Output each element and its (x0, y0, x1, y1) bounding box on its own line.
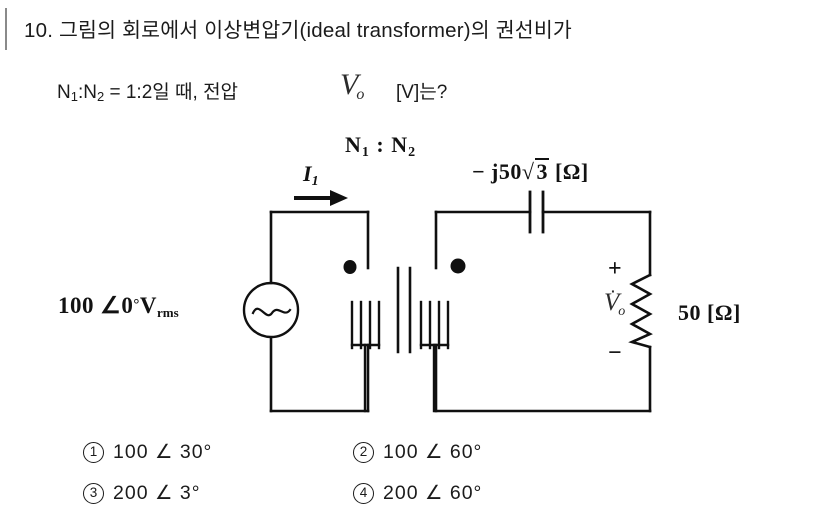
primary-polarity-dot (343, 260, 357, 274)
turns-ratio-n2-sub: 2 (408, 145, 417, 160)
n1-symbol: N (57, 82, 71, 103)
output-polarity-plus: + (608, 256, 622, 282)
question-line-2-middle: = 1:2일 때, 전압 (104, 82, 239, 103)
secondary-polarity-dot (450, 258, 466, 274)
option-1[interactable]: 1 100 ∠ 30° (83, 440, 212, 464)
vo-subscript: o (356, 86, 365, 103)
turns-ratio-label: N1 : N2 (345, 132, 416, 161)
ac-source-sine (251, 307, 292, 317)
current-letter: I (303, 161, 312, 186)
capacitor-radicand: 3 (535, 158, 549, 184)
option-3[interactable]: 3 200 ∠ 3° (83, 481, 201, 505)
output-voltage-label: Vo (604, 289, 625, 320)
ac-source-symbol (242, 281, 300, 339)
option-1-number: 1 (83, 442, 104, 463)
n2-subscript: 2 (96, 89, 105, 104)
option-2-text: 100 ∠ 60° (383, 441, 483, 463)
source-voltage-label: 100 ∠0°Vrms (58, 293, 179, 321)
source-unit-subscript: rms (157, 305, 179, 320)
inline-vo-symbol: Vo (340, 68, 364, 104)
output-voltage-phasor-dot: · (611, 283, 616, 299)
n1-subscript: 1 (70, 89, 78, 104)
option-2[interactable]: 2 100 ∠ 60° (353, 440, 482, 464)
secondary-winding (419, 300, 450, 413)
capacitor-unit: [Ω] (554, 159, 589, 184)
current-arrow-head (330, 190, 348, 206)
option-4[interactable]: 4 200 ∠ 60° (353, 481, 482, 505)
turns-ratio-n1: N (345, 132, 362, 157)
source-magnitude-angle: 100 ∠0 (58, 293, 134, 318)
load-resistor-label: 50 [Ω] (678, 300, 741, 325)
question-line-2-suffix: [V]는? (396, 82, 448, 103)
option-4-text: 200 ∠ 60° (383, 482, 483, 504)
option-1-text: 100 ∠ 30° (113, 441, 213, 463)
n-colon: :N (77, 82, 97, 103)
option-4-number: 4 (353, 483, 374, 504)
source-degree-sign: ° (133, 297, 140, 313)
capacitor-impedance-label: − j50√3 [Ω] (472, 158, 589, 185)
question-line-1: 10. 그림의 회로에서 이상변압기(ideal transformer)의 권… (24, 19, 572, 42)
capacitor-value: − j50 (472, 159, 522, 184)
capacitor-radical-sign: √ (521, 159, 535, 184)
current-label: I1 (303, 161, 319, 190)
left-margin-rule (5, 8, 7, 50)
option-3-text: 200 ∠ 3° (113, 482, 201, 504)
output-voltage-subscript: o (618, 304, 626, 319)
option-3-number: 3 (83, 483, 104, 504)
turns-ratio-n1-sub: 1 (361, 145, 370, 160)
load-resistor-symbol (628, 273, 653, 349)
primary-winding (350, 300, 381, 413)
option-2-number: 2 (353, 442, 374, 463)
output-polarity-minus: − (608, 340, 622, 366)
turns-ratio-colon: : N (369, 132, 409, 157)
source-unit: V (139, 293, 157, 318)
question-line-2: N1:N2 = 1:2일 때, 전압 (57, 77, 238, 104)
circuit-diagram (242, 190, 653, 413)
output-voltage-letter: V (604, 289, 620, 316)
current-subscript: 1 (311, 174, 319, 189)
vo-letter: V (340, 68, 359, 101)
